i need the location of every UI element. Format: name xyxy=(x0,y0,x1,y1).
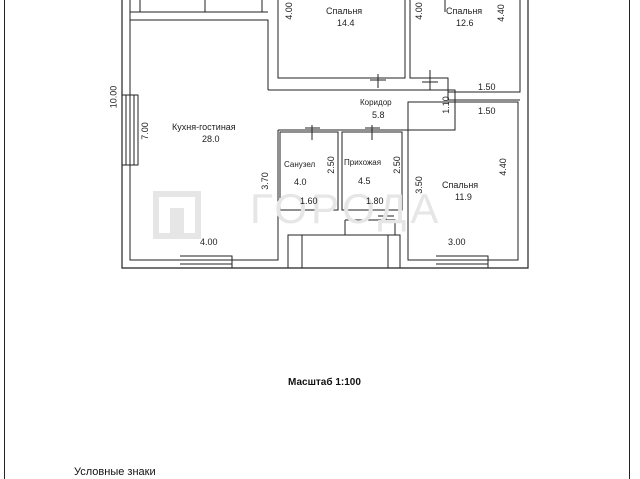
porch-gap xyxy=(344,219,396,235)
dim-bottom-right-right: 4.40 xyxy=(497,158,508,176)
room-kitchen-area: 28.0 xyxy=(202,134,220,144)
bedroom-top-middle-wall xyxy=(277,0,406,79)
room-bedroom-top-middle-area: 14.4 xyxy=(337,18,355,28)
legend-label: Условные знаки xyxy=(74,466,156,478)
porch xyxy=(287,234,401,269)
watermark-logo-icon xyxy=(153,191,201,239)
room-bathroom-name: Санузел xyxy=(284,160,316,169)
room-bathroom-area: 4.0 xyxy=(294,177,307,187)
kitchen-top-wall xyxy=(130,0,268,13)
dim-hall-right: 2.50 xyxy=(391,156,402,174)
dim-top-right-height-left: 4.00 xyxy=(413,2,424,20)
dim-kitchen-height: 7.00 xyxy=(139,122,150,140)
dim-bottom-right-corner: 1.50 xyxy=(478,106,496,116)
dim-top-mid-height: 4.00 xyxy=(283,2,294,20)
top-ticks xyxy=(139,0,446,12)
room-bedroom-bottom-right-name: Спальня xyxy=(442,180,479,190)
porch-steps xyxy=(301,235,389,268)
hall-wall xyxy=(341,131,403,211)
dim-top-right-height-right: 4.40 xyxy=(495,4,506,22)
bathroom-wall xyxy=(279,131,339,211)
room-corridor-name: Коридор xyxy=(360,98,392,107)
dim-bottom-right-width: 3.00 xyxy=(448,237,466,247)
room-corridor-area: 5.8 xyxy=(372,110,385,120)
corridor-inner xyxy=(447,92,520,101)
dim-total-height: 10.00 xyxy=(108,85,119,109)
window-bottom-bedroom xyxy=(436,255,489,269)
bedroom-bottom-right-wall xyxy=(407,101,519,261)
corridor-wall xyxy=(268,89,456,131)
dim-bottom-right-left: 3.50 xyxy=(413,176,424,194)
room-bedroom-top-right-name: Спальня xyxy=(446,6,483,16)
room-kitchen-name: Кухня-гостиная xyxy=(172,122,236,132)
dim-bathroom-left: 3.70 xyxy=(259,172,270,190)
scale-label: Масштаб 1:100 xyxy=(288,377,361,388)
room-hall-name: Прихожая xyxy=(344,158,382,167)
door-ticks xyxy=(305,70,438,222)
dim-bathroom-width: 1.60 xyxy=(300,196,318,206)
page-frame-left xyxy=(4,0,5,479)
watermark-text: ГОРОДА xyxy=(250,185,443,232)
dim-top-right-corner: 1.50 xyxy=(478,82,496,92)
room-hall-area: 4.5 xyxy=(358,176,371,186)
dim-kitchen-width: 4.00 xyxy=(200,237,218,247)
page-frame-right xyxy=(629,0,630,479)
dim-bathroom-right: 2.50 xyxy=(325,156,336,174)
dim-corridor-height: 1.10 xyxy=(440,96,451,114)
room-bedroom-top-right-area: 12.6 xyxy=(456,18,474,28)
dim-hall-width: 1.80 xyxy=(366,196,384,206)
window-left xyxy=(122,94,139,166)
bedroom-top-right-wall xyxy=(409,0,521,93)
floor-plan xyxy=(121,0,529,269)
window-bottom-kitchen xyxy=(180,255,233,269)
room-bedroom-bottom-right-area: 11.9 xyxy=(455,192,472,202)
room-bedroom-top-middle-name: Спальня xyxy=(326,6,363,16)
